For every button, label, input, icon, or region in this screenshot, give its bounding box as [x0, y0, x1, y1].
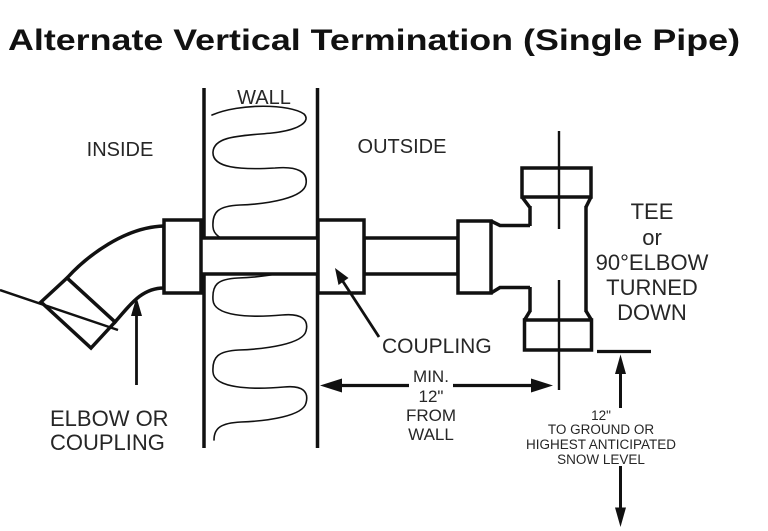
- ground-clearance-text-4: SNOW LEVEL: [557, 452, 645, 467]
- elbow-pointer-arrowhead: [131, 297, 142, 316]
- coupling-taper-bottom: [490, 285, 530, 295]
- clearance-arrowhead-up: [615, 354, 626, 374]
- elbow-label-line1: ELBOW OR: [50, 406, 169, 431]
- elbow-hub: [162, 218, 203, 295]
- elbow-label-line2: COUPLING: [50, 430, 165, 455]
- coupling-body: [456, 219, 493, 295]
- elbow-fitting: [0, 218, 203, 351]
- dim-arrowhead-right: [531, 378, 553, 393]
- ground-clearance-text-3: HIGHEST ANTICIPATED: [526, 437, 676, 452]
- tee-label-line4: TURNED: [606, 275, 698, 300]
- coupling-callout: COUPLING: [335, 268, 492, 358]
- tee-top-bevel-right: [584, 196, 593, 208]
- tee-fitting: [520, 131, 594, 390]
- tee-label-line2: or: [642, 225, 662, 250]
- tee-label-line5: DOWN: [617, 300, 687, 325]
- ground-clearance-text-1: 12": [591, 408, 611, 423]
- ground-clearance-dimension: 12" TO GROUND OR HIGHEST ANTICIPATED SNO…: [526, 354, 676, 527]
- wall-offset-dimension: MIN. 12" FROM WALL: [320, 367, 553, 444]
- wall-offset-text-2: 12": [419, 387, 444, 406]
- page-title: Alternate Vertical Termination (Single P…: [8, 24, 740, 57]
- wall-coupling: [316, 218, 366, 295]
- tee-label-line1: TEE: [631, 199, 674, 224]
- elbow-end-band: [38, 275, 118, 351]
- clearance-arrowhead-down: [615, 507, 626, 527]
- elbow-band-inner-line: [0, 288, 119, 332]
- wall-label: WALL: [237, 87, 291, 109]
- tee-top-hub: [520, 166, 593, 199]
- coupling-leader-arrowhead: [335, 268, 349, 285]
- tee-inlet-coupling: [456, 219, 530, 295]
- elbow-callout: ELBOW OR COUPLING: [50, 297, 169, 455]
- coupling-leader-line: [340, 279, 381, 338]
- horizontal-pipe: [198, 236, 460, 276]
- coupling-label: COUPLING: [382, 335, 492, 358]
- outside-label: OUTSIDE: [358, 136, 447, 158]
- dim-arrowhead-left: [320, 378, 342, 393]
- tee-callout: TEE or 90°ELBOW TURNED DOWN: [596, 199, 709, 325]
- wall-offset-text-1: MIN.: [413, 367, 449, 386]
- tee-top-bevel-left: [520, 195, 531, 209]
- ground-clearance-text-2: TO GROUND OR: [548, 422, 655, 437]
- wall-offset-text-4: WALL: [408, 425, 454, 444]
- wall-offset-text-3: FROM: [406, 406, 456, 425]
- tee-label-line3: 90°ELBOW: [596, 250, 709, 275]
- pipe-outside: [362, 236, 460, 276]
- coupling-taper-top: [490, 219, 530, 228]
- pipe-through-wall: [198, 236, 320, 276]
- inside-label: INSIDE: [87, 139, 154, 161]
